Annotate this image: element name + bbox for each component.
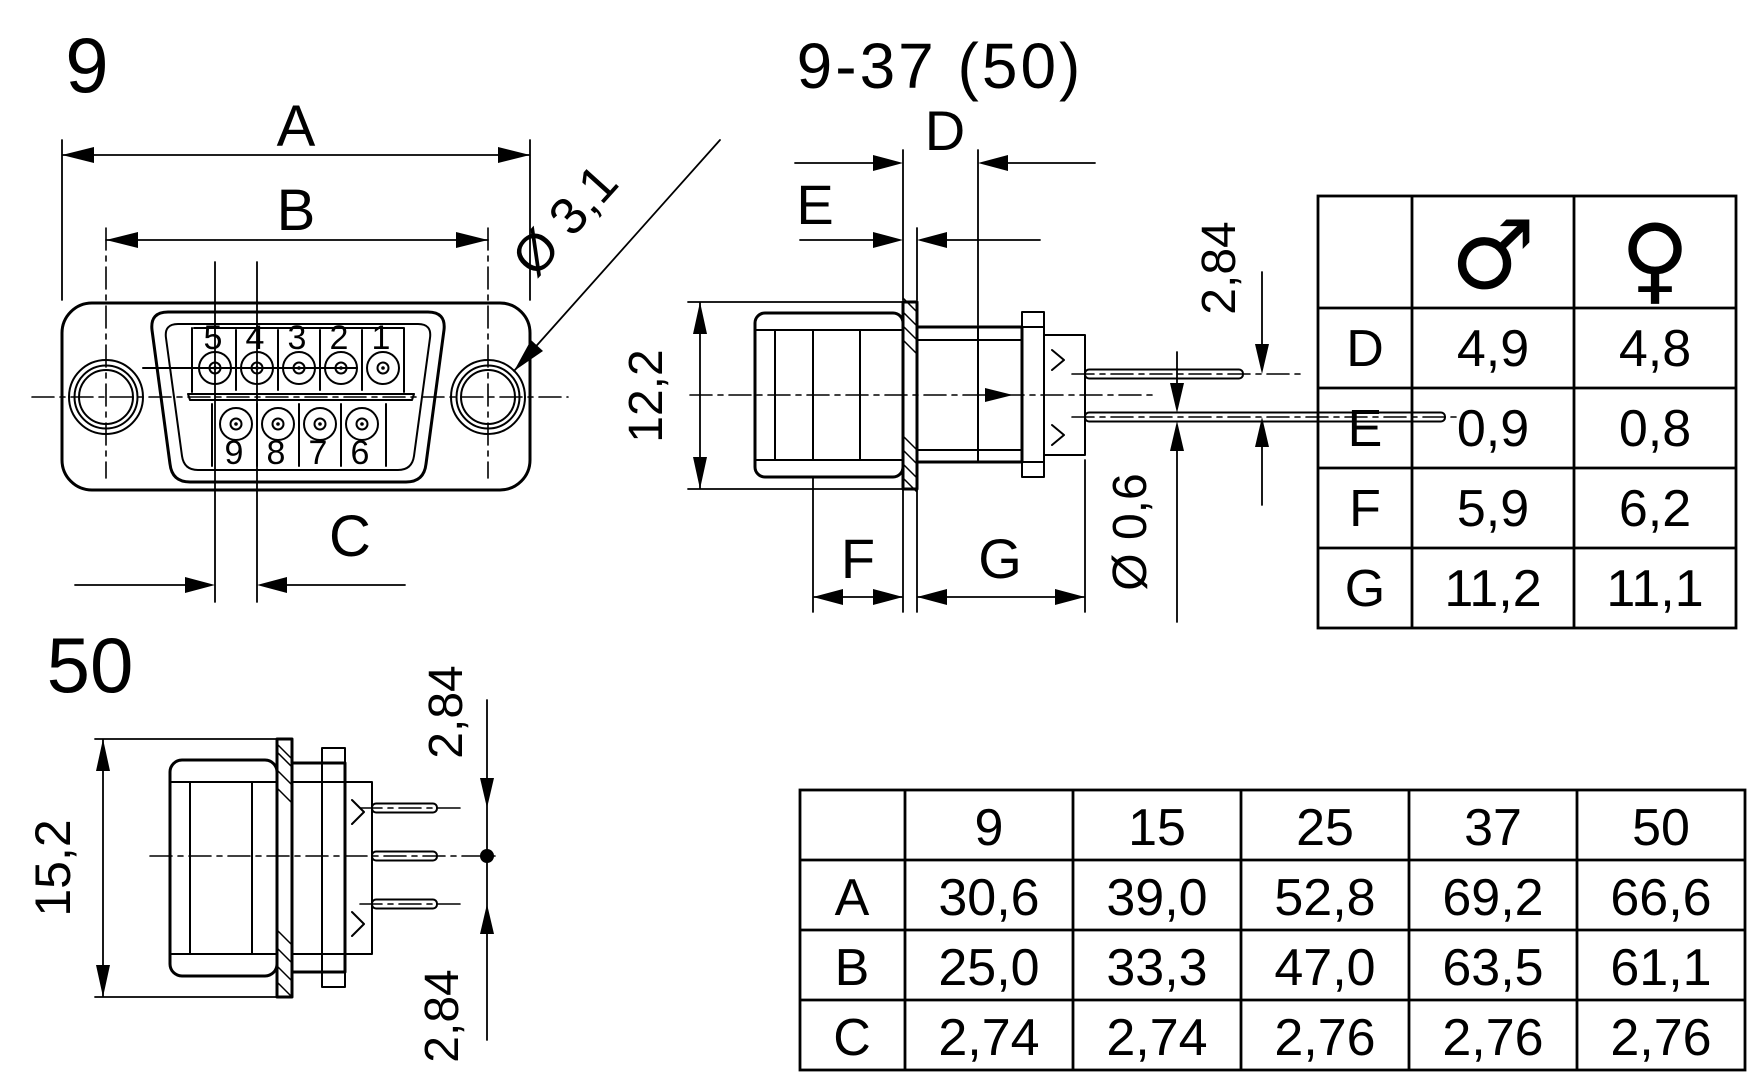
gender-row-param: E xyxy=(1348,400,1383,458)
pin-number: 9 xyxy=(225,434,244,472)
mounting-hole-right xyxy=(450,359,526,435)
size-cell: 61,1 xyxy=(1610,939,1711,997)
front-view-9: 9 xyxy=(31,21,721,603)
pin-offset-label: 2,84 xyxy=(1193,221,1246,314)
gender-row-female: 4,8 xyxy=(1619,320,1691,378)
size-cell: 39,0 xyxy=(1106,869,1207,927)
side-view-title: 9-37 (50) xyxy=(797,30,1084,102)
size-cell: 52,8 xyxy=(1274,869,1375,927)
size-row-param: C xyxy=(833,1009,871,1067)
dimension-e: E xyxy=(796,173,1041,301)
pin-number: 4 xyxy=(246,319,265,357)
dimension-pin-pitch-50: 2,84 2,84 xyxy=(416,665,494,1063)
size-col-header: 15 xyxy=(1128,799,1186,857)
dim-g-label: G xyxy=(978,527,1022,590)
dimension-body-height-50: 15,2 xyxy=(25,738,278,998)
housing-rear xyxy=(915,311,1086,478)
size-cell: 66,6 xyxy=(1610,869,1711,927)
dsub-insert xyxy=(142,310,446,484)
dim-b-label: B xyxy=(277,178,316,243)
pin-number: 6 xyxy=(351,434,370,472)
pin-pitch-upper-label: 2,84 xyxy=(420,665,473,758)
size-table: 9 15 25 37 50 A 30,6 39,0 52,8 69,2 66,6… xyxy=(798,788,1747,1072)
size-cell: 2,76 xyxy=(1442,1009,1543,1067)
dimension-pin-diameter: Ø 0,6 xyxy=(1104,351,1184,623)
dimension-d: D xyxy=(794,99,1096,326)
side-view-50-label: 50 xyxy=(47,621,134,709)
dim-c-label: C xyxy=(329,504,371,569)
hole-diameter-callout: Ø 3,1 xyxy=(501,139,721,372)
hole-diameter-label: Ø 3,1 xyxy=(501,154,629,287)
dim-a-label: A xyxy=(277,94,316,159)
size-cell: 30,6 xyxy=(938,869,1039,927)
size-cell: 47,0 xyxy=(1274,939,1375,997)
pin-pitch-lower-label: 2,84 xyxy=(416,969,469,1062)
gender-row-male: 5,9 xyxy=(1457,480,1529,538)
gender-row-male: 0,9 xyxy=(1457,400,1529,458)
pin-number: 3 xyxy=(288,319,307,357)
gender-row-female: 0,8 xyxy=(1619,400,1691,458)
size-col-header: 50 xyxy=(1632,799,1690,857)
size-row-param: A xyxy=(835,869,870,927)
gender-row-param: F xyxy=(1349,480,1381,538)
dimension-a: A xyxy=(61,94,531,301)
dimension-f: F xyxy=(812,476,904,613)
female-symbol: ♀ xyxy=(1620,205,1690,315)
pin-number: 5 xyxy=(204,319,223,357)
pin-diameter-label: Ø 0,6 xyxy=(1104,473,1157,590)
size-row-param: B xyxy=(835,939,870,997)
size-cell: 2,76 xyxy=(1610,1009,1711,1067)
gender-table: ♂ ♀ D 4,9 4,8 E 0,9 0,8 F 5,9 6,2 G 11,2… xyxy=(1316,194,1738,630)
mounting-hole-left xyxy=(68,359,144,435)
size-col-header: 25 xyxy=(1296,799,1354,857)
gender-row-param: G xyxy=(1345,560,1385,618)
size-cell: 2,76 xyxy=(1274,1009,1375,1067)
pin-field-bottom: 9 8 7 6 xyxy=(219,407,379,472)
body-height-50-label: 15,2 xyxy=(25,819,81,916)
side-view-50: 50 15,2 xyxy=(25,621,501,1063)
gender-row-female: 6,2 xyxy=(1619,480,1691,538)
size-cell: 25,0 xyxy=(938,939,1039,997)
terminal-pins-50 xyxy=(359,802,463,910)
pin-number: 1 xyxy=(372,319,391,357)
housing-50 xyxy=(168,737,373,999)
dim-d-label: D xyxy=(925,99,965,162)
dim-f-label: F xyxy=(841,527,875,590)
pin-number: 7 xyxy=(309,434,328,472)
terminal-pins xyxy=(1071,368,1463,423)
dimension-b: B xyxy=(105,178,489,248)
gender-row-male: 4,9 xyxy=(1457,320,1529,378)
size-cell: 33,3 xyxy=(1106,939,1207,997)
size-col-header: 9 xyxy=(975,799,1004,857)
male-symbol: ♂ xyxy=(1450,201,1535,311)
pin-number: 2 xyxy=(330,319,349,357)
pin-number: 8 xyxy=(267,434,286,472)
gender-row-female: 11,1 xyxy=(1606,560,1703,618)
gender-row-male: 11,2 xyxy=(1444,560,1541,618)
gender-row-param: D xyxy=(1346,320,1384,378)
dimension-body-height: 12,2 xyxy=(620,301,904,490)
body-height-label: 12,2 xyxy=(620,349,673,442)
side-view-9-37: 9-37 (50) xyxy=(620,30,1463,623)
size-cell: 69,2 xyxy=(1442,869,1543,927)
size-cell: 2,74 xyxy=(1106,1009,1207,1067)
dimension-pin-offset: 2,84 xyxy=(1193,221,1269,506)
dimension-g: G xyxy=(916,459,1086,613)
size-cell: 63,5 xyxy=(1442,939,1543,997)
dim-e-label: E xyxy=(796,173,833,236)
dimension-c: C xyxy=(74,261,406,603)
size-cell: 2,74 xyxy=(938,1009,1039,1067)
front-view-label: 9 xyxy=(65,21,108,109)
size-col-header: 37 xyxy=(1464,799,1522,857)
